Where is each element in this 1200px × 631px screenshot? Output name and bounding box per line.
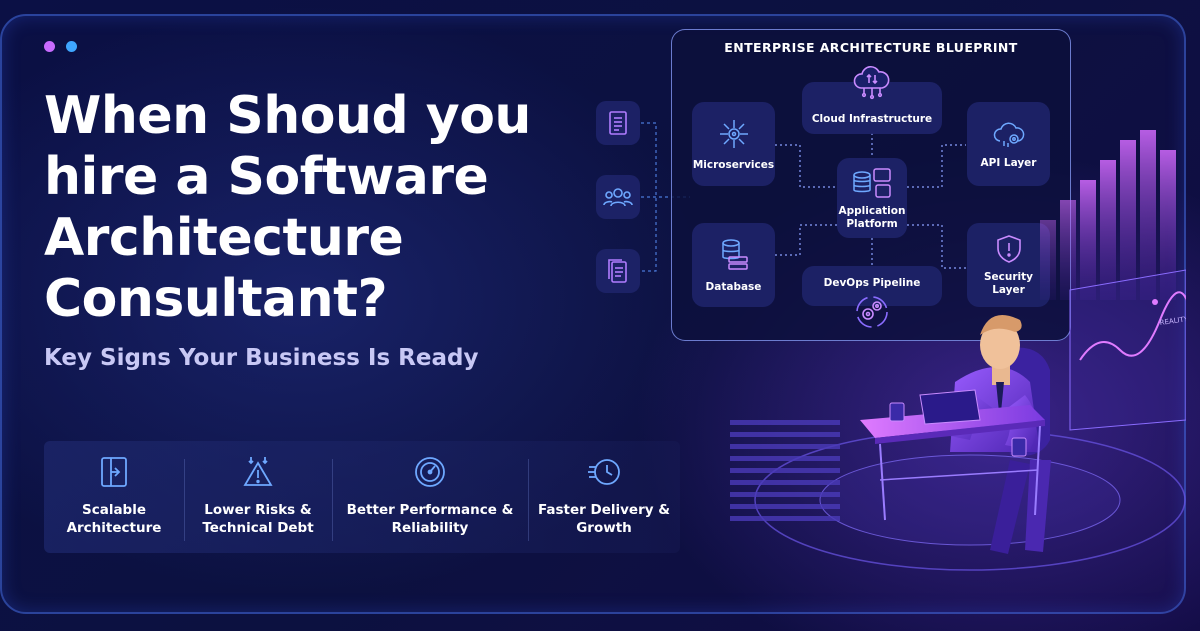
node-application-platform: Application Platform <box>837 158 907 238</box>
feature-better-performance: Better Performance & Reliability <box>332 441 528 553</box>
coffee-mug-left <box>889 402 905 422</box>
data-pillars <box>1040 130 1176 300</box>
side-files-card <box>596 249 640 293</box>
blue-dot <box>66 41 77 52</box>
fast-clock-icon <box>588 459 620 485</box>
feature-label: Better Performance & Reliability <box>346 502 514 536</box>
striped-panel <box>730 420 840 521</box>
side-document-card <box>596 101 640 145</box>
warning-icon <box>243 457 273 486</box>
laptop <box>919 389 981 425</box>
node-label: Database <box>705 280 762 293</box>
node-label: Cloud Infrastructure <box>811 112 933 125</box>
feature-strip: Scalable Architecture Lower Risks & Tech… <box>44 441 680 553</box>
gauge-icon <box>415 457 445 487</box>
headline: When Shoud you hire a Software Architect… <box>44 86 531 329</box>
pink-dot <box>44 41 55 52</box>
holo-chart-line <box>1079 291 1186 361</box>
blueprint-title: ENTERPRISE ARCHITECTURE BLUEPRINT <box>724 40 1018 55</box>
node-label: Microservices <box>692 158 775 171</box>
floor-ring-inner <box>819 454 1121 546</box>
node-database: Database <box>692 223 775 307</box>
consultant-person <box>945 315 1051 554</box>
cloud-icon <box>853 66 890 100</box>
node-label: Security Layer <box>983 271 1034 296</box>
node-microservices: Microservices <box>692 102 775 186</box>
feature-label: Faster Delivery & Growth <box>537 502 671 536</box>
node-label: API Layer <box>980 156 1037 169</box>
api-cloud-icon <box>993 122 1024 147</box>
scalable-architecture-icon <box>101 457 127 487</box>
holo-screen-text: REALITY <box>1159 315 1186 327</box>
feature-lower-risks: Lower Risks & Technical Debt <box>184 441 332 553</box>
background-frame <box>0 14 1186 614</box>
application-platform-icon <box>853 168 891 198</box>
devops-gears-icon <box>856 296 888 328</box>
consultant-illustration: REALITY <box>730 130 1186 571</box>
microservices-icon <box>719 119 748 148</box>
shield-icon <box>996 235 1021 263</box>
document-icon <box>609 111 627 135</box>
node-label: DevOps Pipeline <box>823 276 921 289</box>
subheadline: Key Signs Your Business Is Ready <box>44 345 479 371</box>
blueprint-connectors <box>775 133 966 269</box>
holo-screen <box>1069 269 1186 431</box>
files-icon <box>608 259 627 283</box>
team-icon <box>603 188 633 207</box>
architecture-blueprint: ENTERPRISE ARCHITECTURE BLUEPRINT Cloud … <box>671 29 1071 341</box>
node-label: Application Platform <box>838 205 906 230</box>
coffee-mug-right <box>1011 437 1027 457</box>
node-api-layer: API Layer <box>967 102 1050 186</box>
database-icon <box>721 238 748 270</box>
feature-faster-delivery: Faster Delivery & Growth <box>528 441 680 553</box>
feature-label: Lower Risks & Technical Debt <box>202 502 314 536</box>
window-dots <box>44 41 77 52</box>
feature-label: Scalable Architecture <box>66 502 162 536</box>
feature-scalable-architecture: Scalable Architecture <box>44 441 184 553</box>
node-security-layer: Security Layer <box>967 223 1050 307</box>
node-devops-pipeline: DevOps Pipeline <box>802 266 942 306</box>
side-team-card <box>596 175 640 219</box>
